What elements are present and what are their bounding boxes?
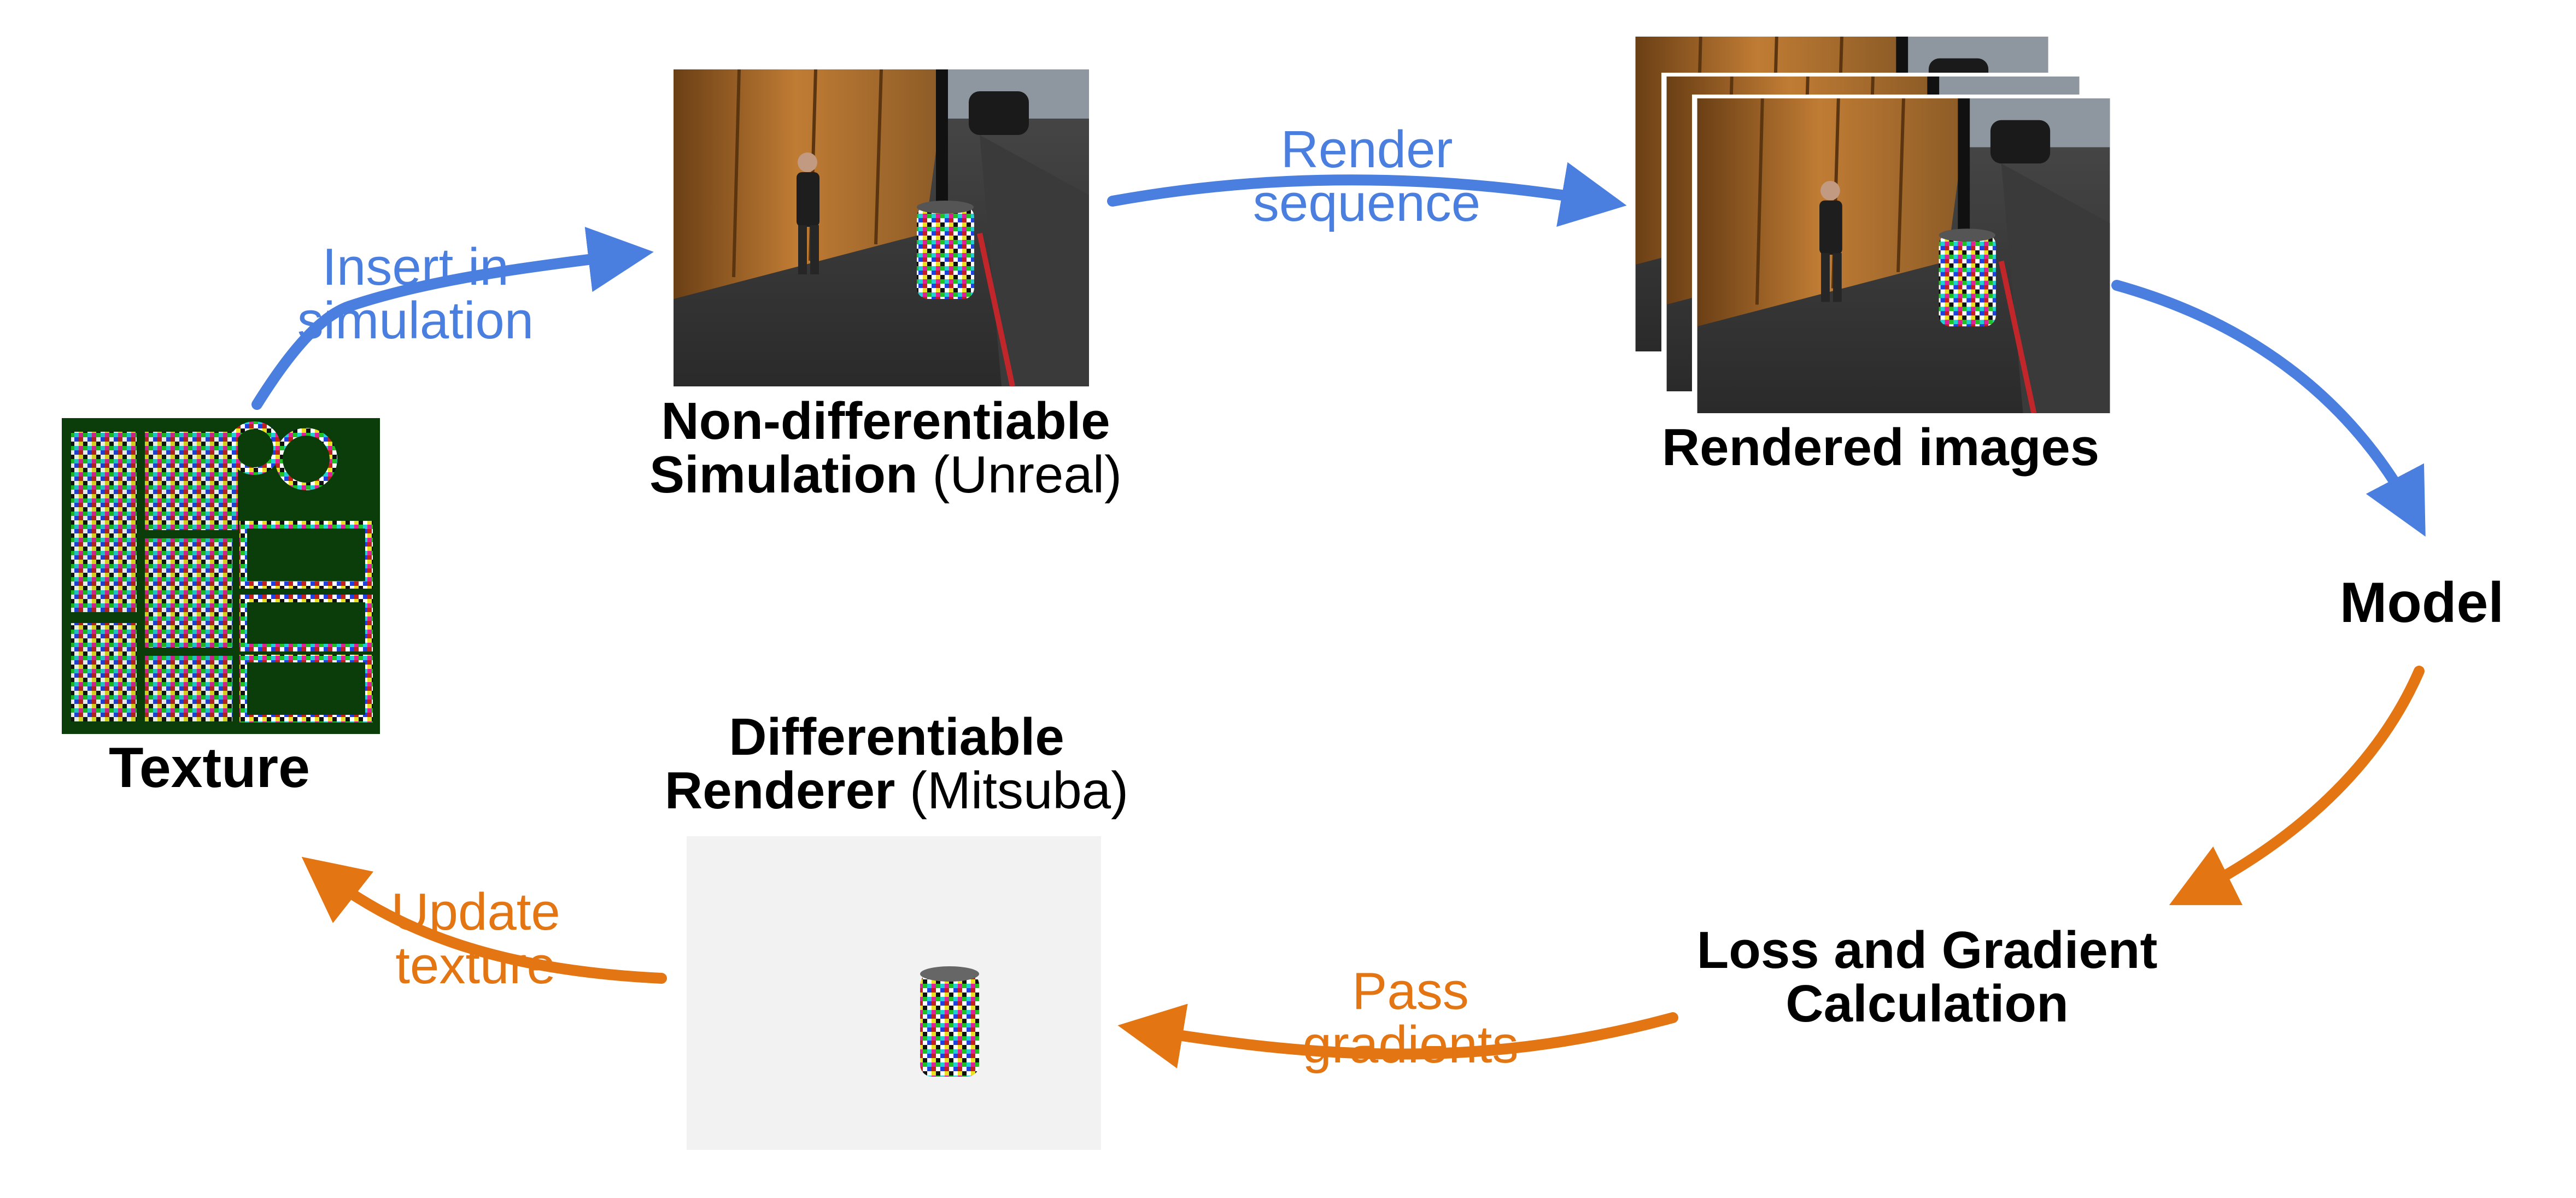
simulation-label: Non-differentiable Simulation (Unreal)	[601, 395, 1170, 502]
update-label-line1: Update	[391, 883, 560, 941]
rendered-images-label: Rendered images	[1618, 421, 2143, 474]
simulation-image	[674, 69, 1089, 386]
texture-label-text: Texture	[109, 736, 310, 800]
rendered-images-stack	[1636, 37, 2115, 417]
simulation-label-line1: Non-differentiable	[661, 392, 1110, 450]
update-arrow	[301, 856, 667, 984]
rendered-images-label-text: Rendered images	[1661, 418, 2100, 477]
renderer-label-paren: (Mitsuba)	[910, 761, 1129, 820]
renderer-label: Differentiable Renderer (Mitsuba)	[607, 710, 1186, 818]
pass-label-line2: gradients	[1302, 1015, 1519, 1074]
loss-arrow	[2169, 666, 2425, 906]
insert-label-line1: Insert in	[322, 238, 509, 296]
model-label-text: Model	[2339, 571, 2504, 635]
render-arrow	[1107, 162, 1627, 227]
simulation-label-main: Simulation	[649, 445, 918, 504]
update-label-line2: texture	[395, 936, 556, 995]
model-arrow	[2111, 280, 2426, 537]
loss-label-line1: Loss and Gradient	[1696, 921, 2158, 979]
texture-label: Texture	[62, 739, 357, 797]
loss-label: Loss and Gradient Calculation	[1640, 924, 2214, 1031]
pass-label: Pass gradients	[1257, 965, 1564, 1072]
loss-label-line2: Calculation	[1785, 974, 2069, 1033]
render-label: Render sequence	[1214, 123, 1520, 230]
render-label-line1: Render	[1280, 120, 1453, 179]
insert-label-line2: simulation	[297, 291, 534, 350]
simulation-label-line2: Simulation (Unreal)	[601, 448, 1170, 502]
update-label: Update texture	[339, 885, 612, 993]
insert-arrow	[251, 227, 654, 410]
insert-label: Insert in simulation	[262, 240, 569, 348]
simulation-label-paren: (Unreal)	[932, 445, 1122, 504]
renderer-image	[687, 836, 1101, 1150]
pass-arrow	[1117, 1003, 1678, 1068]
texture-image	[62, 418, 380, 734]
render-label-line2: sequence	[1252, 173, 1481, 232]
model-label: Model	[2296, 574, 2548, 632]
renderer-label-main: Renderer	[664, 761, 895, 820]
renderer-label-line2: Renderer (Mitsuba)	[607, 764, 1186, 818]
pass-label-line1: Pass	[1352, 962, 1469, 1020]
renderer-label-line1: Differentiable	[729, 708, 1064, 766]
